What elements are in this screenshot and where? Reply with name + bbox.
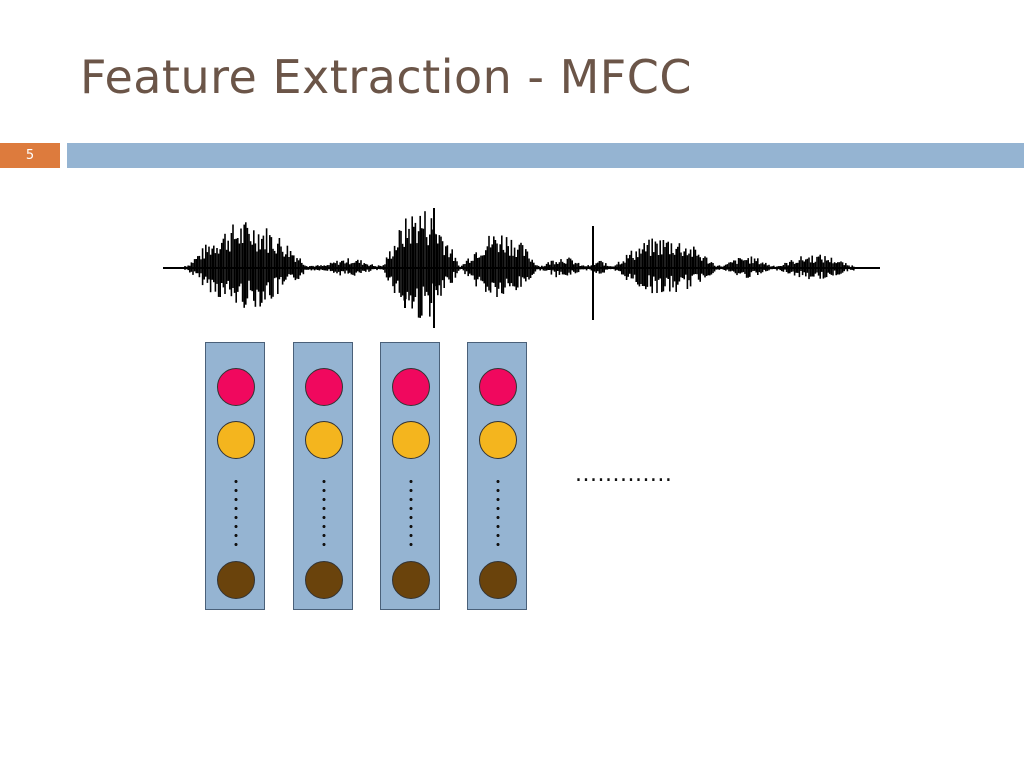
vertical-ellipsis [234, 477, 238, 551]
coefficient-1-dot [305, 368, 343, 406]
coefficient-last-dot [479, 561, 517, 599]
mfcc-frames [205, 342, 905, 622]
coefficient-1-dot [479, 368, 517, 406]
continuation-ellipsis: ............. [575, 462, 673, 487]
vertical-ellipsis [496, 477, 500, 551]
coefficient-1-dot [392, 368, 430, 406]
coefficient-last-dot [392, 561, 430, 599]
slide-title: Feature Extraction - MFCC [80, 50, 693, 104]
mfcc-frame-3 [380, 342, 440, 610]
coefficient-2-dot [392, 421, 430, 459]
vertical-ellipsis [409, 477, 413, 551]
title-divider-bar [67, 143, 1024, 168]
audio-waveform [163, 208, 880, 328]
coefficient-2-dot [479, 421, 517, 459]
mfcc-frame-1 [205, 342, 265, 610]
coefficient-2-dot [305, 421, 343, 459]
vertical-ellipsis [322, 477, 326, 551]
mfcc-frame-2 [293, 342, 353, 610]
coefficient-1-dot [217, 368, 255, 406]
coefficient-last-dot [305, 561, 343, 599]
coefficient-last-dot [217, 561, 255, 599]
mfcc-frame-4 [467, 342, 527, 610]
slide-number: 5 [0, 143, 60, 168]
coefficient-2-dot [217, 421, 255, 459]
